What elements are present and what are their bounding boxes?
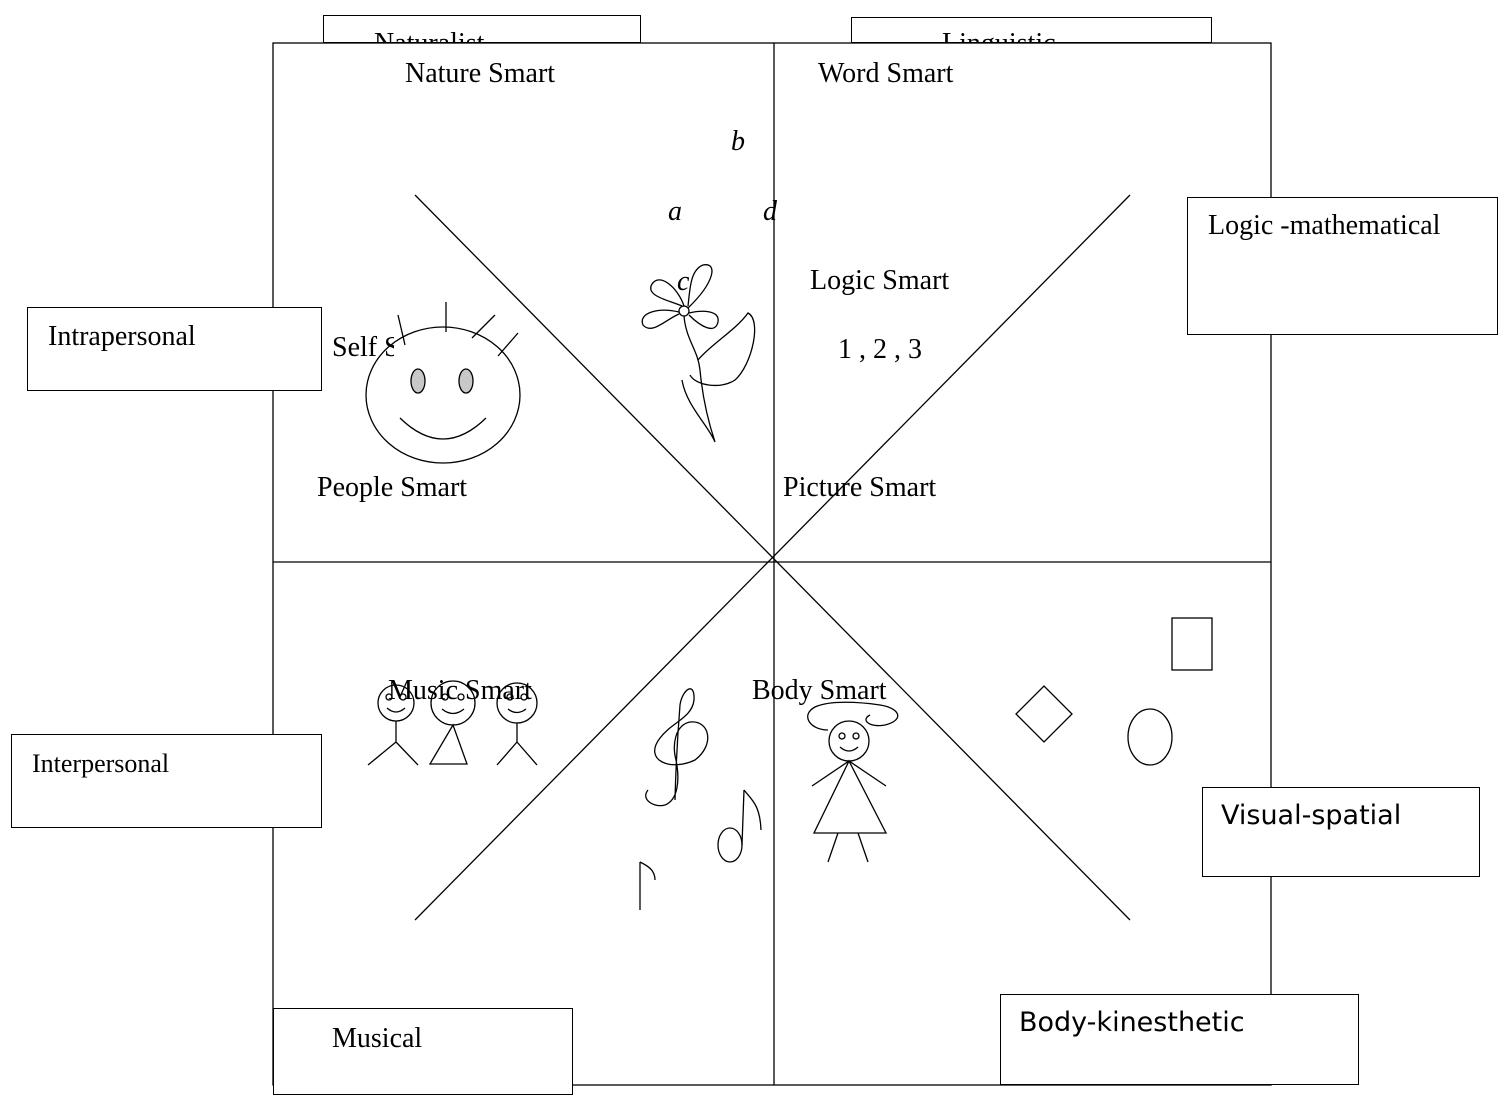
letter-b: b	[731, 128, 745, 156]
musical-label: Musical	[332, 1025, 422, 1053]
letter-d: d	[763, 198, 777, 226]
flower-icon	[642, 265, 754, 442]
naturalist-box: Naturalist	[323, 15, 641, 43]
smart-label-logic: Logic Smart	[810, 267, 949, 295]
intrapersonal-box: Intrapersonal	[27, 307, 322, 391]
naturalist-label: Naturalist	[374, 30, 484, 43]
interpersonal-box: Interpersonal	[11, 734, 322, 828]
letter-a: a	[668, 198, 682, 226]
numbers-label: 1 , 2 , 3	[838, 336, 922, 364]
shapes-icon	[1016, 618, 1212, 765]
body-kinesthetic-box: Body-kinesthetic	[1000, 994, 1359, 1085]
logic-mathematical-label: Logic -mathematical	[1208, 212, 1440, 240]
smart-label-picture: Picture Smart	[783, 474, 936, 502]
sun-face-icon	[366, 302, 520, 463]
interpersonal-label: Interpersonal	[32, 751, 169, 777]
letter-c: c	[677, 268, 689, 296]
stick-girl-icon	[808, 702, 898, 862]
logic-mathematical-box: Logic -mathematical	[1187, 197, 1498, 335]
music-note-icon	[640, 790, 761, 910]
smart-label-body: Body Smart	[752, 677, 887, 705]
smart-label-music: Music Smart	[388, 677, 532, 705]
visual-spatial-box: Visual-spatial	[1202, 787, 1480, 877]
smart-label-people: People Smart	[317, 474, 467, 502]
treble-clef-icon	[646, 689, 708, 806]
linguistic-box: Linguistic	[851, 17, 1212, 43]
smart-label-word: Word Smart	[818, 60, 953, 88]
intrapersonal-label: Intrapersonal	[48, 323, 196, 351]
smart-label-self: Self Smart	[332, 334, 394, 362]
linguistic-label: Linguistic	[942, 30, 1056, 43]
visual-spatial-label: Visual-spatial	[1221, 802, 1401, 829]
smart-label-nature: Nature Smart	[405, 60, 555, 88]
musical-box: Musical	[273, 1008, 573, 1095]
body-kinesthetic-label: Body-kinesthetic	[1019, 1009, 1245, 1036]
